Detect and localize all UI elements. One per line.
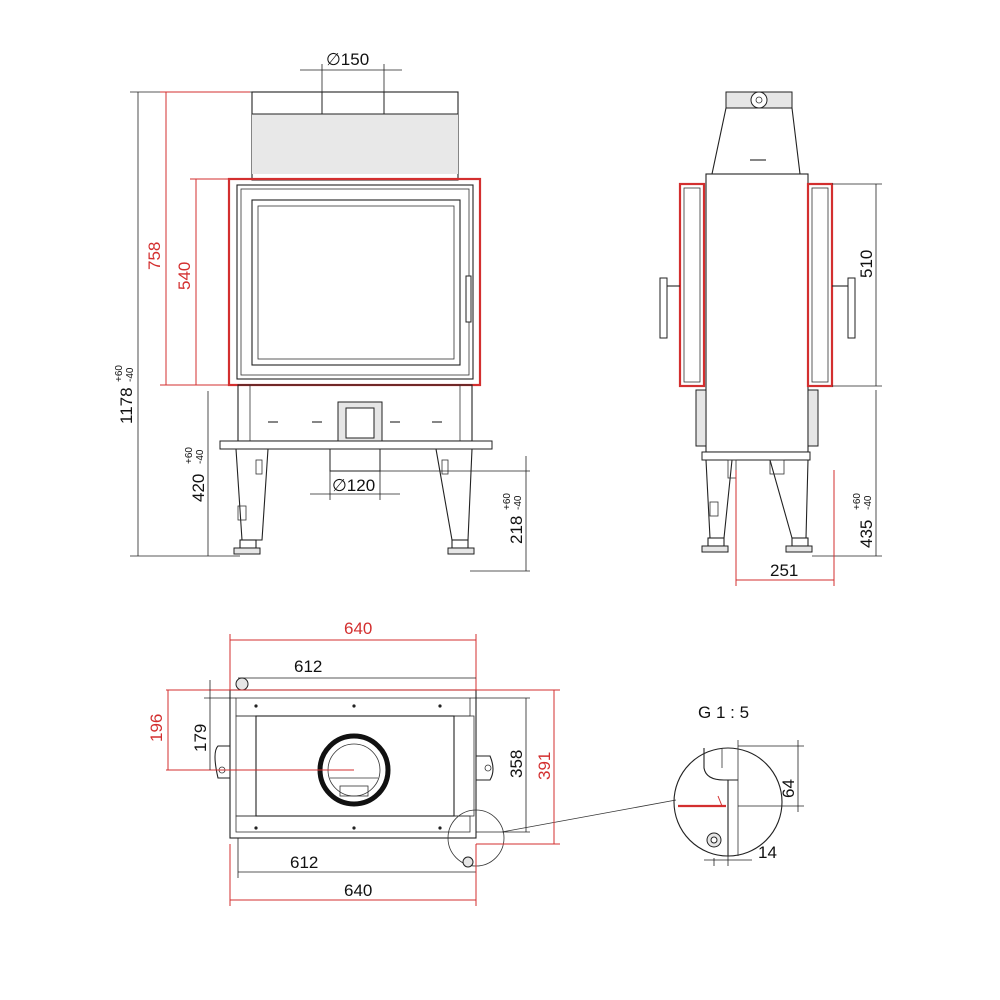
side-handle-left: [659, 277, 668, 339]
dim-flue-top: ∅150: [326, 50, 369, 69]
dim-base-tol-plus: +60: [184, 447, 195, 464]
side-body: [705, 173, 809, 453]
detail-scale-label: G 1 : 5: [698, 703, 749, 722]
front-dimensions: ∅150 1178 +60 -40 758 540 420 +60 -40 ∅1…: [114, 50, 530, 572]
dim-side-frame-height: 510: [857, 250, 876, 278]
dim-side-base-height: 435: [857, 520, 876, 548]
base-plate: [219, 440, 493, 450]
side-view: [659, 91, 856, 553]
top-firebox: [255, 715, 455, 817]
dim-inlet-height: 218: [507, 516, 526, 544]
front-frame-outline: [227, 177, 482, 387]
dim-inlet-tol-plus: +60: [502, 493, 513, 510]
dim-overall-tol-plus: +60: [114, 365, 125, 382]
top-view: [214, 677, 677, 868]
side-handle-right: [847, 277, 856, 339]
dim-top-outer-width: 640: [344, 619, 372, 638]
dim-detail-horizontal: 14: [758, 843, 777, 862]
left-leg: [235, 448, 269, 541]
door-handle: [465, 275, 472, 323]
dim-side-base-tol-minus: -40: [863, 495, 874, 510]
dim-glass-height: 540: [175, 262, 194, 290]
dim-overall-height: 1178: [117, 387, 136, 424]
dim-base-height: 420: [189, 474, 208, 502]
dim-base-tol-minus: -40: [195, 449, 206, 464]
right-leg: [435, 448, 473, 541]
dim-top-inner-depth-right: 358: [507, 750, 526, 778]
front-glass: [251, 199, 461, 366]
front-view: [219, 91, 493, 555]
side-panel-left: [678, 182, 706, 388]
dim-frame-height: 758: [145, 242, 164, 270]
dim-bottom-outer-width: 640: [344, 881, 372, 900]
side-leg-right: [769, 459, 809, 539]
dim-bottom-inner-width: 612: [290, 853, 318, 872]
dim-detail-vertical: 64: [779, 779, 798, 798]
detail-view: G 1 : 5 64 14: [673, 703, 804, 866]
dim-top-outer-depth: 196: [147, 714, 166, 742]
dim-side-base-tol-plus: +60: [852, 493, 863, 510]
flue-top-collar: [321, 91, 385, 115]
dim-inlet-tol-minus: -40: [513, 495, 524, 510]
dim-top-outer-depth-right: 391: [535, 752, 554, 780]
side-hood: [711, 107, 801, 175]
dim-overall-tol-minus: -40: [125, 367, 136, 382]
side-dimensions: 510 435 +60 -40 251: [735, 183, 882, 586]
top-dimensions: 640 612 196 179 358 391 612 640: [147, 619, 560, 906]
side-panel-right: [806, 182, 834, 388]
dim-top-inner-depth: 179: [191, 724, 210, 752]
dim-inlet-offset: 251: [770, 561, 798, 580]
dim-top-inner-width: 612: [294, 657, 322, 676]
dim-flue-bottom: ∅120: [332, 476, 375, 495]
flue-bottom-collar: [329, 448, 381, 472]
